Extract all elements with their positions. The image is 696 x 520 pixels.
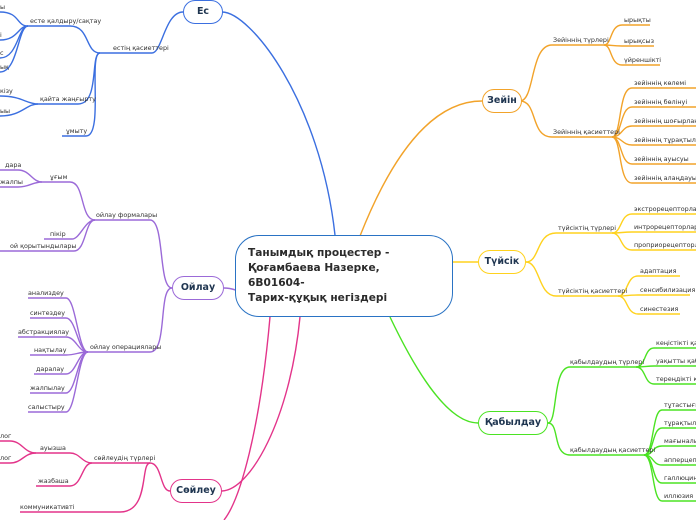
branch-oilau[interactable]: Ойлау (172, 276, 224, 300)
zeyin-property-4[interactable]: зейіннің тұрақтылығы (634, 136, 696, 144)
kabyldau-connectors (389, 316, 696, 502)
kabyldau-type-2[interactable]: уақытты қабылдау (656, 357, 696, 365)
zeyin-property-1[interactable]: зейіннің көлемі (634, 79, 687, 87)
oilau-operations-label[interactable]: ойлау операциялары (90, 343, 162, 351)
oilau-operation-3[interactable]: абстракциялау (18, 328, 70, 336)
es-fragment-6[interactable]: ыы (0, 107, 11, 115)
kabyldau-property-6[interactable]: иллюзия (664, 492, 694, 500)
zeyin-types-label[interactable]: Зейіннің түрлері (553, 36, 609, 44)
soileu-communicative-label[interactable]: коммуникативті (20, 503, 75, 511)
oilau-operation-1[interactable]: анализдеу (28, 289, 64, 297)
es-fragment-3[interactable]: с (0, 49, 4, 57)
kabyldau-property-4[interactable]: апперцепция (664, 456, 696, 464)
kabyldau-property-2[interactable]: тұрақтылығы (664, 419, 696, 427)
central-title-line-1: Танымдық процестер - (248, 247, 390, 259)
oilau-forms-label[interactable]: ойлау формалары (96, 211, 158, 219)
tusik-property-3[interactable]: синестезия (640, 305, 679, 313)
soileu-oral-sub-1[interactable]: лог (0, 432, 12, 440)
oilau-concept-sub-2[interactable]: жалпы (0, 178, 23, 186)
branch-soileu[interactable]: Сөйлеу (170, 479, 222, 503)
kabyldau-types-label[interactable]: қабылдаудың түрлері (570, 358, 645, 366)
branch-kabyldau[interactable]: Қабылдау (478, 411, 548, 435)
tusik-type-3[interactable]: проприорецепторлар (634, 241, 696, 249)
oilau-concept-label[interactable]: ұғым (50, 173, 68, 181)
soileu-oral-sub-2[interactable]: лог (0, 454, 12, 462)
branch-zeyin[interactable]: Зейін (482, 89, 522, 113)
tusik-type-1[interactable]: экстрорецепторлар (634, 205, 696, 213)
kabyldau-property-3[interactable]: мағыналылығы (664, 437, 696, 445)
es-forget-label[interactable]: ұмыту (66, 127, 88, 135)
zeyin-property-3[interactable]: зейіннің шоғырлануы (634, 117, 696, 125)
kabyldau-property-1[interactable]: тұтастығы (664, 401, 696, 409)
oilau-operation-2[interactable]: синтездеу (30, 309, 66, 317)
es-properties-label[interactable]: естің қасиеттері (113, 44, 169, 52)
es-fragment-5[interactable]: кізу (0, 87, 13, 95)
central-topic[interactable]: Танымдық процестер - Қоғамбаева Назерке,… (235, 235, 453, 317)
oilau-operation-7[interactable]: салыстыру (28, 403, 65, 411)
zeyin-property-5[interactable]: зейіннің ауысуы (634, 155, 689, 163)
es-remember-label[interactable]: есте қалдыру/сақтау (30, 17, 102, 25)
oilau-operation-6[interactable]: жалпылау (30, 384, 65, 392)
tusik-property-1[interactable]: адаптация (640, 267, 677, 275)
branch-es[interactable]: Ес (183, 0, 223, 24)
zeyin-property-6[interactable]: зейіннің алаңдауы (634, 174, 696, 182)
es-recall-label[interactable]: қайта жаңғырту (40, 95, 96, 103)
oilau-inference-label[interactable]: ой қорытындылары (10, 242, 77, 250)
oilau-concept-sub-1[interactable]: дара (5, 161, 22, 169)
zeyin-connectors (359, 24, 696, 237)
zeyin-properties-label[interactable]: Зейіннің қасиеттері (553, 128, 620, 136)
zeyin-type-1[interactable]: ырықты (624, 16, 651, 24)
es-fragment-2[interactable]: і (0, 31, 2, 39)
central-title-line-2: Қоғамбаева Назерке, 6В01604- (248, 262, 380, 289)
soileu-written-label[interactable]: жазбаша (38, 477, 69, 485)
es-fragment-1[interactable]: ы (0, 3, 6, 11)
es-fragment-4[interactable]: ық (0, 63, 9, 71)
zeyin-property-2[interactable]: зейіннің бөлінуі (634, 98, 688, 106)
oilau-operation-5[interactable]: даралау (36, 365, 65, 373)
soileu-types-label[interactable]: сөйлеудің түрлері (94, 454, 156, 462)
kabyldau-type-3[interactable]: тереңдікті қабылдау (656, 375, 696, 383)
oilau-judgment-label[interactable]: пікір (50, 230, 66, 238)
soileu-connectors (0, 316, 301, 520)
tusik-type-2[interactable]: интрорецепторлар (634, 223, 696, 231)
kabyldau-type-1[interactable]: кеңістікті қабылдау (656, 339, 696, 347)
soileu-oral-label[interactable]: ауызша (40, 444, 66, 452)
central-title-line-3: Тарих-құқық негіздері (248, 292, 388, 304)
kabyldau-properties-label[interactable]: қабылдаудың қасиеттері (570, 446, 656, 454)
zeyin-type-2[interactable]: ырықсыз (624, 37, 654, 45)
branch-tusik[interactable]: Түйсік (478, 250, 526, 274)
oilau-operation-4[interactable]: нақтылау (34, 346, 67, 354)
tusik-types-label[interactable]: түйсіктің түрлері (558, 224, 616, 232)
es-connectors (0, 11, 336, 236)
oilau-connectors (0, 169, 271, 413)
tusik-connectors (453, 213, 696, 315)
kabyldau-property-5[interactable]: галлюцинация (664, 474, 696, 482)
zeyin-type-3[interactable]: үйреншікті (624, 56, 662, 64)
tusik-property-2[interactable]: сенсибилизация (640, 286, 696, 294)
tusik-properties-label[interactable]: түйсіктің қасиеттері (558, 287, 628, 295)
